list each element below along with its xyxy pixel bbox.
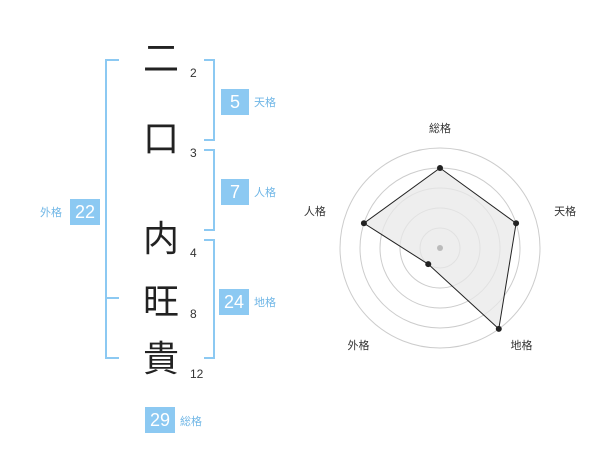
radar-ring-5 [339,147,541,349]
soukaku-value-badge: 29 [145,407,175,433]
radar-point-3 [495,325,502,332]
soukaku-label: 総格 [180,415,202,428]
name-char-2: 口 [142,119,179,160]
gaikaku-value-badge: 22 [70,199,100,225]
stroke-count-5: 12 [190,367,204,381]
name-char-1: 二 [142,39,179,80]
radar-center-dot [437,245,443,251]
name-char-3: 内 [142,219,179,260]
chikaku-bracket [204,239,215,359]
radar-point-4 [425,261,432,268]
stroke-count-2: 3 [190,146,197,160]
radar-point-1 [437,165,443,171]
name-char-4: 旺 [142,282,179,323]
tenkaku-value-badge: 5 [221,89,249,115]
bracket-group [105,59,215,359]
tenkaku-label: 天格 [254,96,276,109]
tenkaku-bracket [204,59,215,141]
radar-axis-label-5: 人格 [304,204,326,218]
chikaku-value-badge: 24 [219,289,249,315]
jinkaku-label: 人格 [254,186,276,199]
chikaku-label: 地格 [254,296,276,309]
stroke-count-3: 4 [190,246,197,260]
radar-axis-label-4: 外格 [347,338,369,352]
name-char-5: 貴 [142,339,179,380]
stroke-count-4: 8 [190,307,197,321]
radar-axis-label-3: 地格 [511,338,533,352]
radar-axis-label-1: 総格 [429,121,451,135]
radar-point-2 [513,220,520,227]
stroke-count-1: 2 [190,66,197,80]
radar-axis-label-2: 天格 [554,204,576,218]
jinkaku-value-badge: 7 [221,179,249,205]
radar-point-5 [360,220,367,227]
jinkaku-bracket [204,149,215,231]
gaikaku-bracket [105,59,119,359]
gaikaku-label: 外格 [40,206,62,219]
